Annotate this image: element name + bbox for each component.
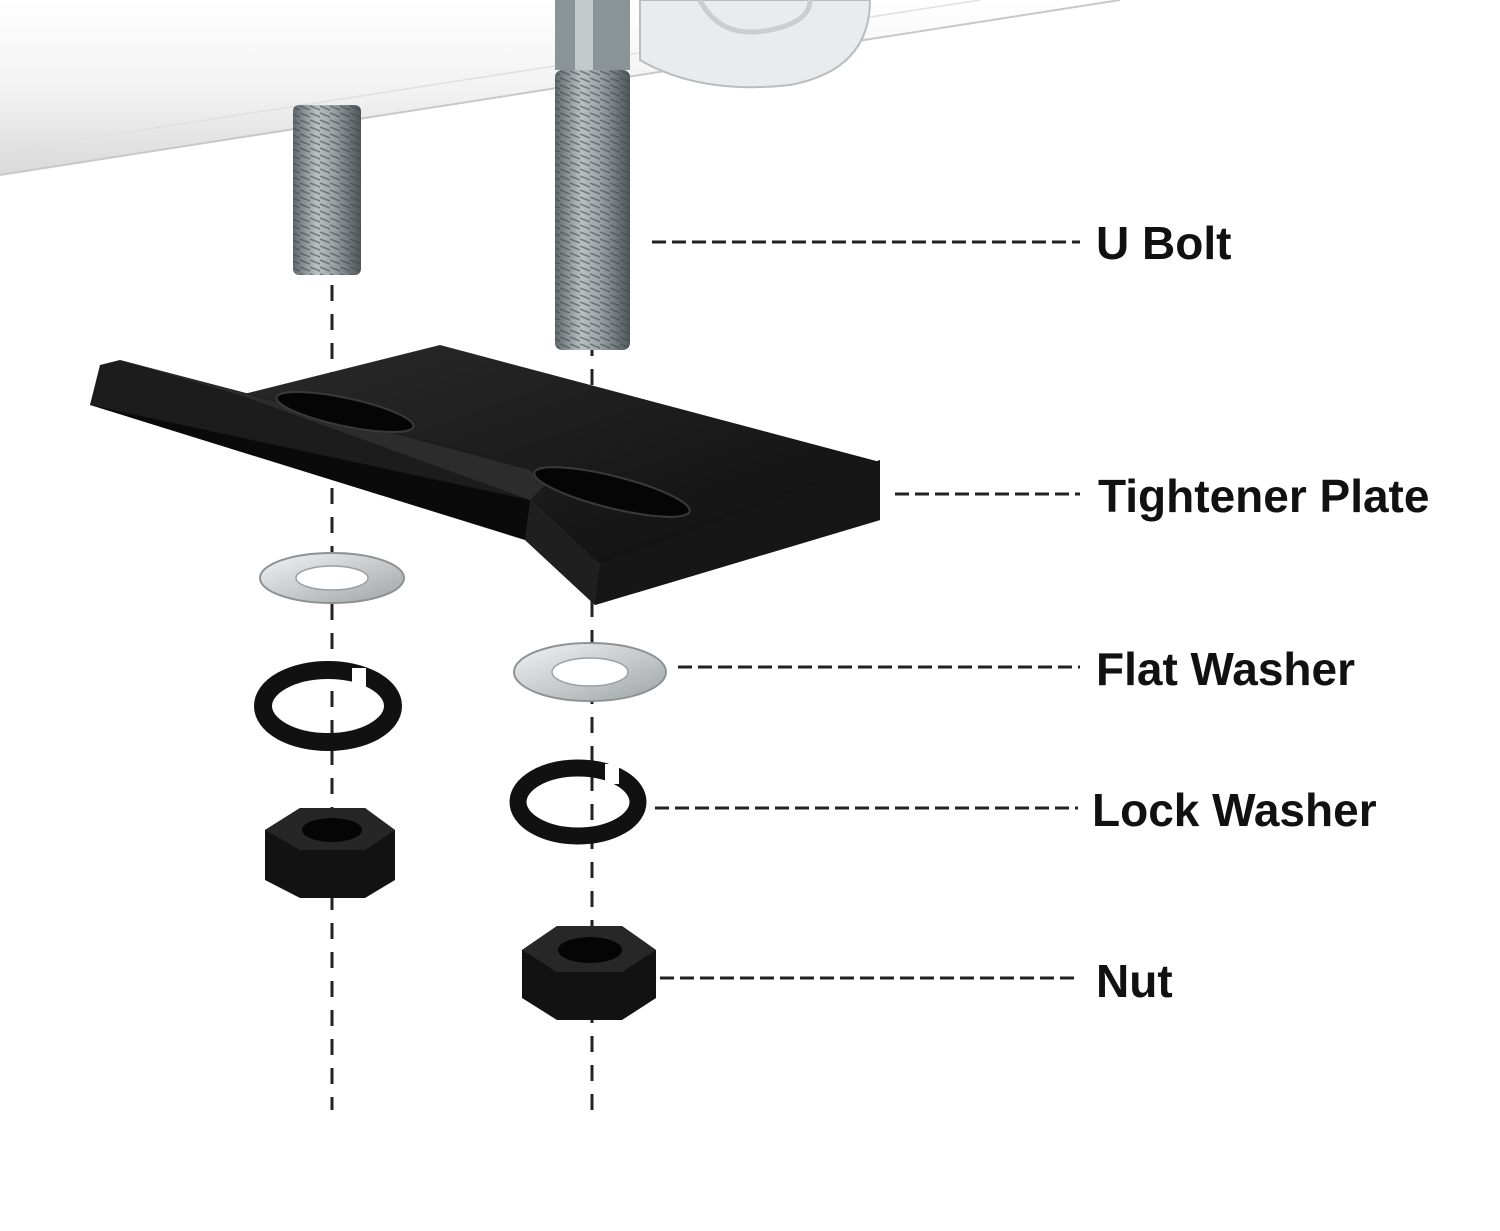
left-hex-nut (265, 808, 395, 898)
left-flat-washer (259, 552, 405, 604)
label-tightener-plate: Tightener Plate (1098, 470, 1429, 522)
label-lock-washer: Lock Washer (1092, 784, 1377, 836)
u-bolt-bend (639, 0, 872, 89)
u-bolt-right-leg (555, 0, 630, 350)
left-lock-washer (254, 661, 402, 751)
label-flat-washer: Flat Washer (1096, 643, 1355, 695)
tightener-plate (90, 345, 880, 605)
label-u-bolt: U Bolt (1096, 217, 1231, 269)
lock-washer (509, 759, 647, 845)
hex-nut (522, 926, 656, 1020)
u-bolt-left-leg (293, 105, 361, 275)
flat-washer (513, 642, 667, 702)
label-nut: Nut (1096, 955, 1173, 1007)
